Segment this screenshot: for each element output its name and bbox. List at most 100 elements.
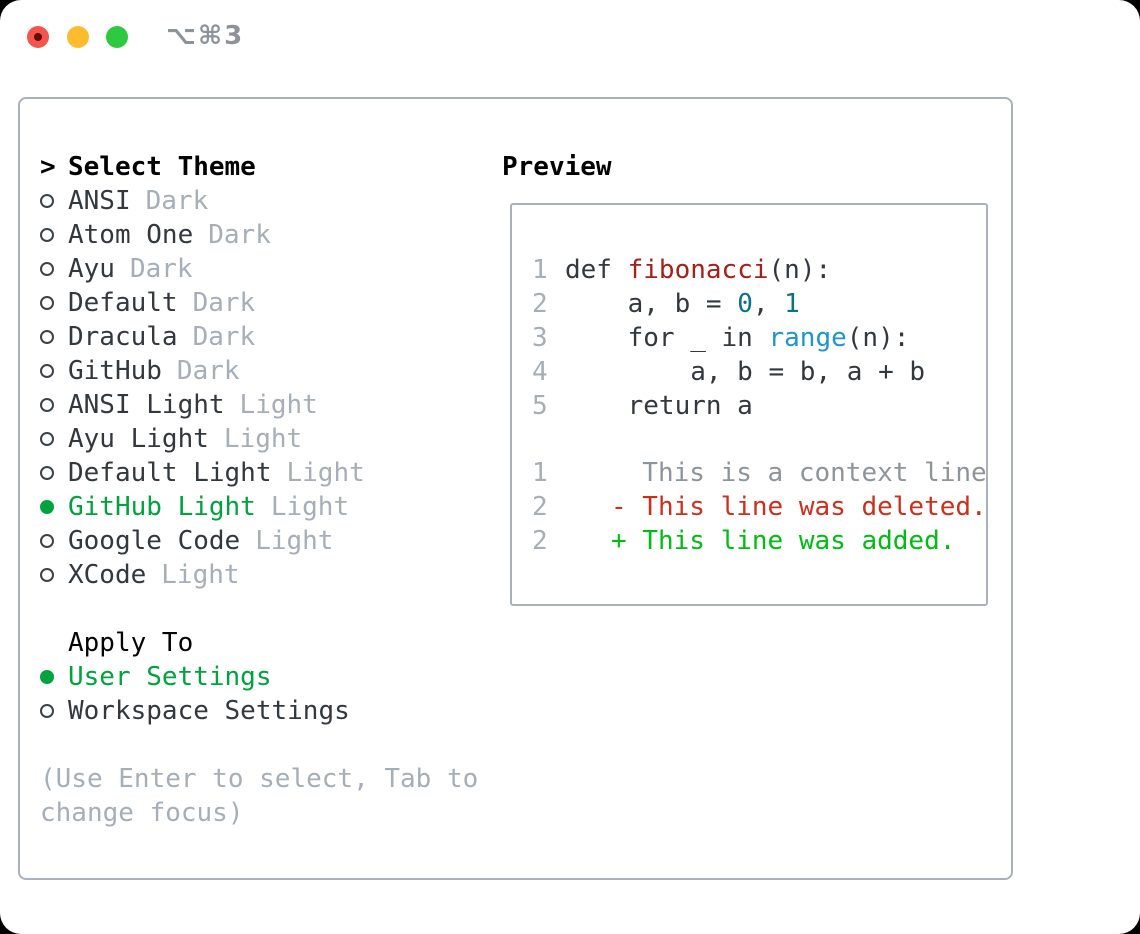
theme-name: Dracula xyxy=(68,322,178,352)
line-number: 5 xyxy=(532,391,548,421)
theme-item[interactable]: Dracula Dark xyxy=(40,320,365,354)
apply-option[interactable]: Workspace Settings xyxy=(40,694,350,728)
preview-title: Preview xyxy=(502,152,612,182)
line-number: 4 xyxy=(532,357,548,387)
theme-name: Atom One xyxy=(68,220,194,250)
theme-variant: Light xyxy=(270,492,350,522)
theme-variant: Light xyxy=(255,526,334,556)
radio-icon xyxy=(40,466,54,480)
theme-variant: Dark xyxy=(208,220,271,250)
theme-name: Google Code xyxy=(68,526,241,556)
line-number: 2 xyxy=(532,289,548,319)
code-token: 0 xyxy=(737,289,753,319)
hint-line: change focus) xyxy=(40,798,244,828)
theme-variant: Light xyxy=(161,560,240,590)
diff-line-added: 2 + This line was added. xyxy=(532,524,986,558)
hint-line: (Use Enter to select, Tab to xyxy=(40,764,479,794)
line-number: 1 xyxy=(532,458,548,488)
traffic-light-close-icon[interactable] xyxy=(27,26,49,48)
theme-list-title: Select Theme xyxy=(68,152,256,182)
code-line: 5 return a xyxy=(532,389,986,423)
traffic-light-minimize-icon[interactable] xyxy=(67,26,89,48)
radio-icon xyxy=(40,228,54,242)
code-token: , xyxy=(752,289,785,319)
code-token: return a xyxy=(565,391,753,421)
theme-variant: Dark xyxy=(176,356,240,386)
theme-name: XCode xyxy=(68,560,147,590)
theme-variant: Dark xyxy=(129,254,193,284)
theme-item[interactable]: Atom One Dark xyxy=(40,218,365,252)
theme-name: Default xyxy=(68,288,178,318)
code-token: for _ in xyxy=(565,323,769,353)
code-diff-gap xyxy=(532,423,986,456)
theme-variant: Light xyxy=(286,458,365,488)
theme-name: ANSI Light xyxy=(68,390,225,420)
apply-option-label: Workspace Settings xyxy=(68,696,350,726)
code-token: a, b = b, a + b xyxy=(565,357,926,387)
theme-list-header: > Select Theme xyxy=(40,150,365,184)
radio-icon xyxy=(40,364,54,378)
hint-text: (Use Enter to select, Tab to change focu… xyxy=(40,762,478,830)
traffic-light-zoom-icon[interactable] xyxy=(106,26,128,48)
theme-variant: Light xyxy=(239,390,318,420)
code-token: def xyxy=(565,255,628,285)
theme-item[interactable]: Default Light Light xyxy=(40,456,365,490)
theme-item[interactable]: Default Dark xyxy=(40,286,365,320)
theme-name: Ayu Light xyxy=(68,424,209,454)
code-line: 4 a, b = b, a + b xyxy=(532,355,986,389)
code-token: fibonacci xyxy=(627,255,769,285)
diff-line-deleted: 2- This line was deleted. xyxy=(532,490,986,524)
apply-option-label: User Settings xyxy=(68,662,272,692)
theme-variant: Dark xyxy=(192,288,256,318)
theme-item[interactable]: Ayu Dark xyxy=(40,252,365,286)
radio-icon xyxy=(40,534,54,548)
titlebar: ⌥⌘3 xyxy=(0,0,1140,70)
theme-item[interactable]: XCode Light xyxy=(40,558,365,592)
diff-block: 1 This is a context line.2- This line wa… xyxy=(532,456,986,558)
code-token: (n): xyxy=(768,255,832,285)
radio-selected-icon xyxy=(40,500,54,514)
diff-text: - This line was deleted. xyxy=(611,492,987,522)
theme-item[interactable]: GitHub Light Light xyxy=(40,490,365,524)
theme-item[interactable]: ANSI Dark xyxy=(40,184,365,218)
diff-line-context: 1 This is a context line. xyxy=(532,456,986,490)
line-number: 2 xyxy=(532,526,548,556)
theme-variant: Dark xyxy=(192,322,256,352)
radio-icon xyxy=(40,398,54,412)
apply-to-title: Apply To xyxy=(68,628,194,658)
selection-caret-icon: > xyxy=(40,152,56,182)
diff-text: This is a context line. xyxy=(611,458,988,488)
close-dot-icon xyxy=(34,33,42,41)
radio-icon xyxy=(40,296,54,310)
code-token: range xyxy=(768,323,847,353)
theme-item[interactable]: Google Code Light xyxy=(40,524,365,558)
radio-selected-icon xyxy=(40,670,54,684)
theme-name: Ayu xyxy=(68,254,115,284)
radio-icon xyxy=(40,704,54,718)
theme-name: Default Light xyxy=(68,458,272,488)
apply-option[interactable]: User Settings xyxy=(40,660,350,694)
code-token: 1 xyxy=(784,289,800,319)
line-number: 3 xyxy=(532,323,548,353)
theme-name: GitHub Light xyxy=(68,492,256,522)
code-line: 2 a, b = 0, 1 xyxy=(532,287,986,321)
theme-item[interactable]: ANSI Light Light xyxy=(40,388,365,422)
theme-name: ANSI xyxy=(68,186,131,216)
radio-icon xyxy=(40,568,54,582)
radio-icon xyxy=(40,330,54,344)
code-line: 3 for _ in range(n): xyxy=(532,321,986,355)
theme-variant: Dark xyxy=(145,186,209,216)
radio-icon xyxy=(40,194,54,208)
radio-icon xyxy=(40,432,54,446)
diff-text: + This line was added. xyxy=(611,526,956,556)
line-number: 1 xyxy=(532,255,548,285)
